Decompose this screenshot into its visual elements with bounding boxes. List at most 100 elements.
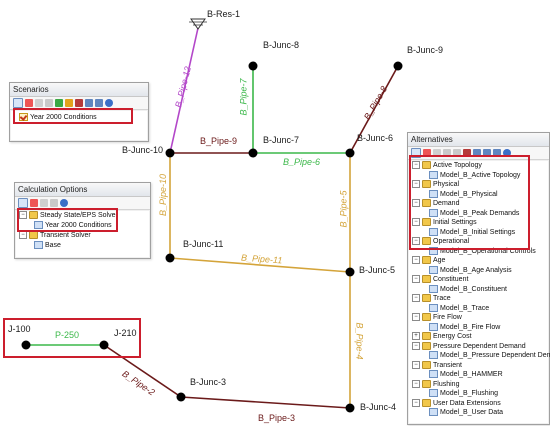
alternative-category[interactable]: −Active Topology xyxy=(412,161,482,171)
pipe-2[interactable] xyxy=(103,344,182,398)
pipe-11[interactable] xyxy=(169,257,351,273)
collapse-icon[interactable]: − xyxy=(412,398,420,407)
compute-icon[interactable] xyxy=(55,99,63,107)
check-icon[interactable] xyxy=(65,99,73,107)
alternative-category[interactable]: −Transient xyxy=(412,360,462,371)
reservoir-icon[interactable] xyxy=(189,18,207,30)
collapse-icon[interactable]: − xyxy=(412,360,420,369)
help-icon[interactable] xyxy=(105,99,113,107)
collapse-icon[interactable]: − xyxy=(412,256,420,265)
calc-options-panel[interactable]: Calculation Options −Steady State/EPS So… xyxy=(14,182,151,259)
alternative-item[interactable]: Model_B_Flushing xyxy=(429,389,498,399)
alternative-item[interactable]: Model_B_Age Analysis xyxy=(429,265,512,276)
alternative-category[interactable]: −Pressure Dependent Demand xyxy=(412,341,526,352)
alternative-item[interactable]: Model_B_Active Topology xyxy=(429,170,520,181)
delete-icon[interactable] xyxy=(30,199,38,207)
junction-5-label: B-Junc-5 xyxy=(359,265,396,275)
junction-4[interactable] xyxy=(345,403,355,413)
filter-icon[interactable] xyxy=(95,99,103,107)
alternative-item[interactable]: Model_B_User Data xyxy=(429,408,503,418)
junction-5[interactable] xyxy=(345,267,355,277)
collapse-icon[interactable]: − xyxy=(19,211,27,220)
merge-icon[interactable] xyxy=(453,149,461,157)
alternative-item[interactable]: Model_B_Constituent xyxy=(429,284,507,295)
tree-icon[interactable] xyxy=(85,99,93,107)
alternative-category[interactable]: +Energy Cost xyxy=(412,332,472,342)
collapse-icon[interactable]: − xyxy=(19,231,27,240)
new-icon[interactable] xyxy=(13,98,23,108)
help-icon[interactable] xyxy=(503,149,511,157)
delete-icon[interactable] xyxy=(423,149,431,157)
alternative-category[interactable]: −User Data Extensions xyxy=(412,398,501,409)
collapse-icon[interactable]: − xyxy=(412,180,420,189)
collapse-icon[interactable]: − xyxy=(412,313,420,322)
help-icon[interactable] xyxy=(60,199,68,207)
collapse-icon[interactable]: − xyxy=(412,237,420,246)
junction-7[interactable] xyxy=(248,148,258,158)
alternative-category-label: Initial Settings xyxy=(433,219,477,226)
collapse-icon[interactable]: − xyxy=(412,161,420,170)
junction-8[interactable] xyxy=(248,61,258,71)
scenario-item[interactable]: Year 2000 Conditions xyxy=(19,113,97,123)
alternative-item[interactable]: Model_B_Peak Demands xyxy=(429,208,519,219)
collapse-icon[interactable]: − xyxy=(412,341,420,350)
delete-icon[interactable] xyxy=(25,99,33,107)
alternative-category[interactable]: −Demand xyxy=(412,199,459,209)
filter-icon[interactable] xyxy=(483,149,491,157)
alternative-category[interactable]: − Fire Flow xyxy=(412,313,462,323)
scenarios-panel[interactable]: Scenarios Year 2000 Conditions xyxy=(9,82,149,142)
copy-icon[interactable] xyxy=(35,99,43,107)
expand-icon[interactable] xyxy=(493,149,501,157)
alternative-category[interactable]: −Constituent xyxy=(412,275,468,285)
pipe-12[interactable] xyxy=(169,27,199,154)
alternative-category[interactable]: − Initial Settings xyxy=(412,218,477,228)
calc-item-base[interactable]: Base xyxy=(34,241,61,251)
junction-j210[interactable] xyxy=(99,340,109,350)
junction-6[interactable] xyxy=(345,148,355,158)
new-icon[interactable] xyxy=(18,198,28,208)
alternative-category-label: Fire Flow xyxy=(433,314,462,321)
alternative-folder-icon xyxy=(422,256,431,265)
calc-item-steady[interactable]: −Steady State/EPS Solver xyxy=(19,211,118,221)
rename-icon[interactable] xyxy=(443,149,451,157)
copy-icon[interactable] xyxy=(40,199,48,207)
alternative-item[interactable]: Model_B_Physical xyxy=(429,189,498,200)
alternative-item[interactable]: Model_B_Trace xyxy=(429,303,489,314)
report-icon[interactable] xyxy=(463,149,471,157)
alternative-category[interactable]: −Flushing xyxy=(412,379,459,390)
junction-j100[interactable] xyxy=(21,340,31,350)
copy-icon[interactable] xyxy=(433,149,441,157)
alternative-category[interactable]: −Trace xyxy=(412,294,451,304)
report-icon[interactable] xyxy=(75,99,83,107)
alternative-item[interactable]: Model_B_Pressure Dependent Demand xyxy=(429,351,550,361)
collapse-icon[interactable]: − xyxy=(412,218,420,227)
collapse-icon[interactable]: − xyxy=(412,379,420,388)
alternative-item[interactable]: Model_B_Operational Controls xyxy=(429,246,536,257)
rename-icon[interactable] xyxy=(50,199,58,207)
collapse-icon[interactable]: − xyxy=(412,294,420,303)
alternative-category[interactable]: −Operational xyxy=(412,237,469,247)
alternative-item[interactable]: Model_B_HAMMER xyxy=(429,370,503,380)
collapse-icon[interactable]: − xyxy=(412,199,420,208)
rename-icon[interactable] xyxy=(45,99,53,107)
junction-9[interactable] xyxy=(393,61,403,71)
calc-item-year2000[interactable]: Year 2000 Conditions xyxy=(34,221,112,231)
alternative-item[interactable]: Model_B_Fire Flow xyxy=(429,322,500,333)
pipe-3[interactable] xyxy=(180,396,351,409)
junction-7-label: B-Junc-7 xyxy=(263,135,300,145)
pipe-8[interactable] xyxy=(349,65,399,154)
expand-icon[interactable]: + xyxy=(412,332,420,341)
junction-3[interactable] xyxy=(176,392,186,402)
alternative-category[interactable]: −Age xyxy=(412,256,445,266)
alternative-category[interactable]: −Physical xyxy=(412,180,459,190)
new-icon[interactable] xyxy=(411,148,421,158)
junction-10[interactable] xyxy=(165,148,175,158)
alternative-item[interactable]: Model_B_Initial Settings xyxy=(429,227,515,238)
tree-icon[interactable] xyxy=(473,149,481,157)
collapse-icon[interactable]: − xyxy=(412,275,420,284)
calc-item-transient[interactable]: −Transient Solver xyxy=(19,231,91,241)
junction-11[interactable] xyxy=(165,253,175,263)
